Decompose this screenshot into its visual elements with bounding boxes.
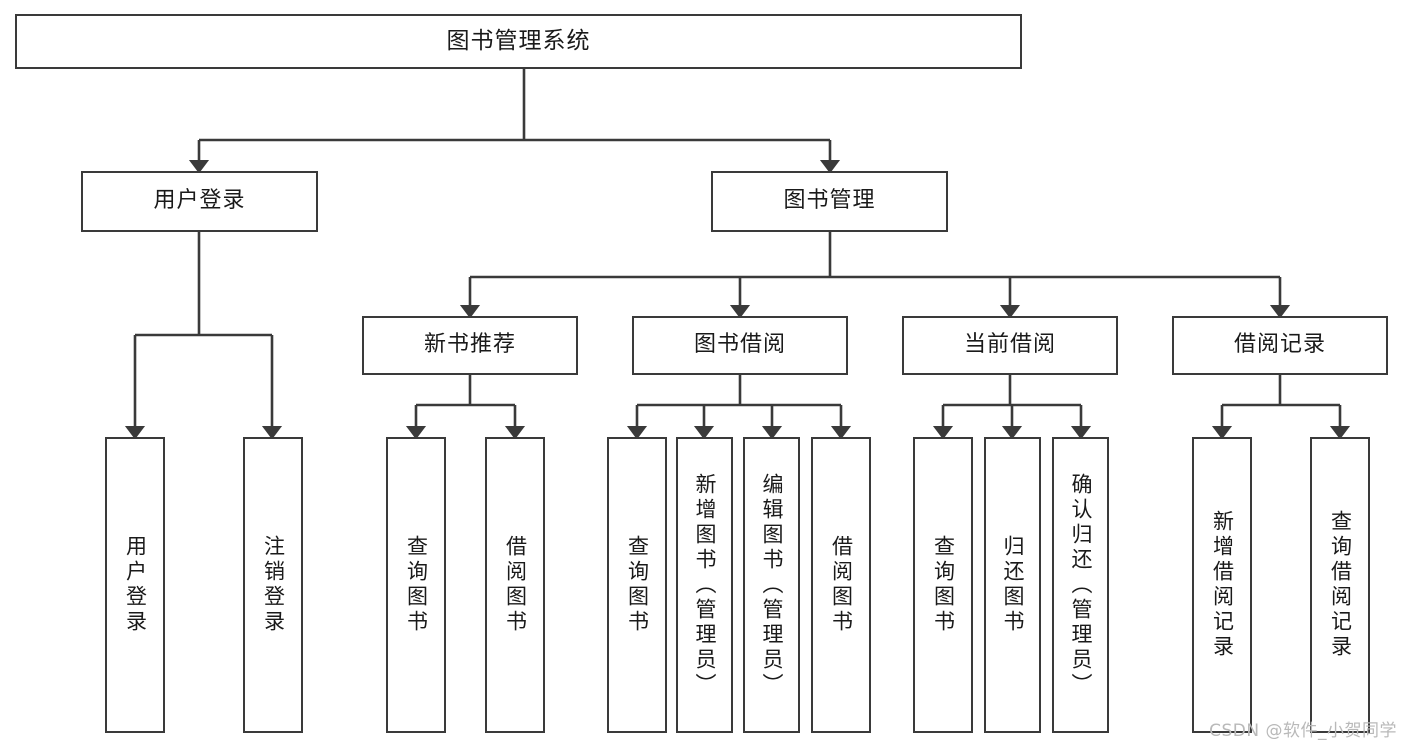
node-user-login-label: 用户登录 (153, 188, 246, 214)
node-leaf-add-book-label: 新增图书（管理员） (693, 472, 717, 698)
node-leaf-query-record-label: 查询借阅记录 (1328, 510, 1353, 660)
node-leaf-borrow-book-1[interactable]: 借阅图书 (485, 437, 545, 733)
node-borrow-record-label: 借阅记录 (1233, 332, 1326, 358)
node-leaf-borrow-book-1-label: 借阅图书 (503, 535, 528, 635)
node-book-borrow[interactable]: 图书借阅 (632, 316, 848, 375)
node-leaf-confirm-return[interactable]: 确认归还（管理员） (1052, 437, 1109, 733)
node-leaf-user-logout-label: 注销登录 (261, 535, 286, 635)
csdn-watermark: CSDN @软件_小贺同学 (1209, 721, 1397, 741)
node-borrow-record[interactable]: 借阅记录 (1172, 316, 1388, 375)
node-leaf-user-logout[interactable]: 注销登录 (243, 437, 303, 733)
node-leaf-confirm-return-label: 确认归还（管理员） (1069, 472, 1093, 698)
node-new-book-recommend-label: 新书推荐 (423, 332, 516, 358)
node-book-manage-label: 图书管理 (783, 188, 876, 214)
node-leaf-return-book[interactable]: 归还图书 (984, 437, 1041, 733)
node-leaf-query-book-2[interactable]: 查询图书 (607, 437, 667, 733)
node-book-borrow-label: 图书借阅 (693, 332, 786, 358)
node-leaf-add-record[interactable]: 新增借阅记录 (1192, 437, 1252, 733)
node-leaf-add-book[interactable]: 新增图书（管理员） (676, 437, 733, 733)
node-root-label: 图书管理系统 (446, 27, 591, 54)
node-leaf-query-record[interactable]: 查询借阅记录 (1310, 437, 1370, 733)
node-leaf-borrow-book-2-label: 借阅图书 (829, 535, 854, 635)
node-leaf-return-book-label: 归还图书 (1001, 535, 1025, 635)
node-book-manage[interactable]: 图书管理 (711, 171, 948, 232)
node-current-borrow-label: 当前借阅 (963, 332, 1056, 358)
node-new-book-recommend[interactable]: 新书推荐 (362, 316, 578, 375)
node-leaf-user-login-label: 用户登录 (123, 535, 148, 635)
node-leaf-query-book-3-label: 查询图书 (931, 535, 956, 635)
node-current-borrow[interactable]: 当前借阅 (902, 316, 1118, 375)
node-leaf-edit-book-label: 编辑图书（管理员） (760, 472, 784, 698)
node-leaf-query-book-3[interactable]: 查询图书 (913, 437, 973, 733)
node-user-login[interactable]: 用户登录 (81, 171, 318, 232)
node-leaf-add-record-label: 新增借阅记录 (1210, 510, 1235, 660)
node-leaf-query-book-1[interactable]: 查询图书 (386, 437, 446, 733)
node-leaf-borrow-book-2[interactable]: 借阅图书 (811, 437, 871, 733)
node-root[interactable]: 图书管理系统 (15, 14, 1022, 69)
node-leaf-user-login[interactable]: 用户登录 (105, 437, 165, 733)
node-leaf-query-book-2-label: 查询图书 (625, 535, 650, 635)
node-leaf-edit-book[interactable]: 编辑图书（管理员） (743, 437, 800, 733)
node-leaf-query-book-1-label: 查询图书 (404, 535, 429, 635)
